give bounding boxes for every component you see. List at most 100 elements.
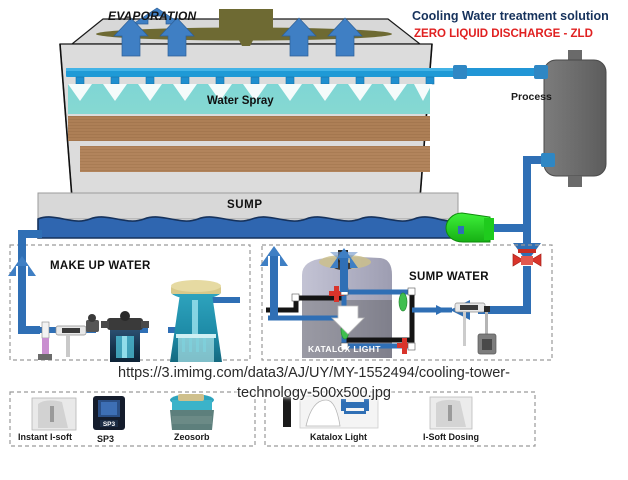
evaporation-arrow-1	[131, 7, 183, 25]
zeosorb-cap-top	[171, 280, 221, 292]
evaporation-arrow-group	[113, 17, 363, 57]
legend-label-isoft-dosing: I-Soft Dosing	[423, 432, 479, 442]
sp3-valve-knob	[120, 311, 130, 321]
dosing-handwheel	[88, 314, 96, 322]
katalox-light-product-icon	[283, 395, 379, 429]
katalox-flow-down-arrow	[331, 305, 365, 335]
makeup-up-arrow	[8, 256, 36, 276]
zeosorb-filter-unit	[170, 280, 222, 362]
dosing-valve-head	[86, 320, 99, 332]
spray-header-highlight	[66, 68, 460, 71]
fill-packs	[68, 116, 430, 172]
fill-pack-lower	[80, 146, 430, 172]
katalox-inlet-black-pipe	[266, 295, 344, 313]
spray-nozzle	[110, 76, 120, 85]
spray-nozzle	[215, 76, 225, 85]
watermark-line-2: technology-500x500.jpg	[237, 384, 391, 401]
sump-water-return-pipe	[478, 266, 531, 314]
legend-thumbnails: SP3	[31, 394, 473, 431]
sump-water-section-border	[261, 244, 553, 361]
spray-nozzle	[320, 76, 330, 85]
sump-basin	[37, 192, 459, 239]
isoft-suction-tube	[485, 312, 488, 334]
zeosorb-product-icon	[170, 394, 214, 430]
process-unit	[543, 50, 607, 187]
spray-nozzle	[285, 76, 295, 85]
valve-body-right	[530, 253, 542, 267]
instant-isoft-dosing-skid	[38, 314, 99, 360]
valve-center	[521, 256, 533, 265]
process-outlet-flange	[541, 153, 555, 167]
sump-water-piping	[260, 246, 531, 320]
spray-nozzle	[250, 76, 260, 85]
evaporation-arrow-c	[281, 17, 317, 57]
pump-casing	[445, 212, 491, 243]
return-pipe	[455, 68, 547, 76]
tower-left-edge	[59, 43, 73, 199]
svg-text:SP3: SP3	[103, 421, 116, 428]
legend-label-katalox-light: Katalox Light	[310, 432, 368, 442]
legend-label-instant-isoft: Instant I-soft	[18, 432, 72, 442]
sp3-riser	[122, 336, 127, 358]
sump-water-center-up-arrow	[330, 248, 358, 268]
isoft-pump-label	[460, 305, 478, 310]
fan-hub	[234, 31, 258, 46]
pump-discharge	[484, 218, 494, 240]
spray-cones	[68, 84, 432, 101]
zeosorb-laterals	[182, 338, 206, 352]
dosing-pump-stand	[66, 335, 70, 357]
evaporation-arrow-a	[113, 17, 149, 57]
valve-body-left	[512, 253, 524, 267]
isoft-dosing-skid	[454, 302, 497, 355]
make-up-water-section-border	[9, 244, 251, 361]
dosing-suction-lance	[42, 338, 49, 356]
dosing-pump-label	[62, 328, 80, 333]
katalox-red-valve-lower	[397, 338, 412, 354]
zeosorb-underdrain	[176, 334, 216, 338]
spray-nozzle	[180, 76, 190, 85]
spray-nozzles	[75, 76, 435, 85]
evaporation-arrows	[113, 7, 363, 57]
katalox-valve-nest	[266, 286, 416, 354]
sp3-valve-port-left	[101, 321, 109, 328]
spray-nozzle	[355, 76, 365, 85]
process-to-pump-pipe	[523, 156, 548, 228]
sp3-product-icon: SP3	[93, 396, 125, 430]
spray-nozzle	[75, 76, 85, 85]
fan-motor-housing	[219, 9, 273, 31]
katalox-red-valves[interactable]	[329, 286, 412, 354]
sump-shell	[37, 192, 459, 220]
spray-nozzle	[390, 76, 400, 85]
circulation-pump	[445, 212, 494, 243]
legend-label-zeosorb: Zeosorb	[174, 432, 210, 442]
evaporation-arrow-d	[327, 17, 363, 57]
makeup-return-riser	[18, 230, 42, 334]
legend-right-border	[264, 391, 536, 447]
evaporation-arrow-b	[159, 17, 195, 57]
isoft-pump-stand	[463, 312, 466, 346]
spray-nozzle	[425, 76, 435, 85]
isoft-dosing-product-icon	[429, 396, 473, 430]
legend-left-border	[9, 391, 256, 447]
zeosorb-distributor	[192, 300, 198, 338]
red-isolation-valve[interactable]	[512, 249, 542, 267]
katalox-red-valve-upper	[329, 286, 344, 302]
process-top-nozzle	[568, 50, 582, 60]
water-spray-zone	[68, 84, 432, 114]
watermark-line-1: https://3.imimg.com/data3/AJ/UY/MY-15524…	[118, 365, 510, 381]
isoft-injection-point	[484, 306, 490, 312]
process-bottom-nozzle	[568, 176, 582, 187]
source-url-watermark: https://3.imimg.com/data3/AJ/UY/MY-15524…	[0, 364, 628, 403]
process-outlet-loop	[490, 156, 548, 232]
valve-handwheel	[518, 249, 536, 253]
return-flange-left	[453, 65, 467, 79]
sump-water	[37, 216, 459, 239]
hot-water-return-line	[453, 65, 548, 79]
dosing-lance-foot	[38, 354, 52, 360]
return-flange-right	[534, 65, 548, 79]
dosing-tee	[41, 321, 50, 339]
sp3-softener-unit	[101, 311, 149, 362]
sp3-control-valve	[107, 318, 143, 330]
